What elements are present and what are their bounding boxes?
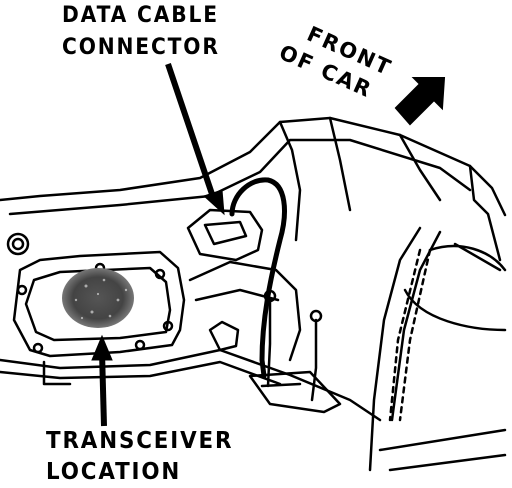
- transceiver-location-label: TRANSCEIVER LOCATION: [46, 426, 233, 488]
- transceiver-shading: [62, 268, 134, 328]
- dash-crease: [278, 120, 302, 242]
- bracket: [186, 208, 264, 262]
- data-cable-connector-label-line1: DATA CABLE: [62, 3, 219, 28]
- door-edge: [368, 226, 422, 472]
- dash-top-edge: [0, 116, 507, 217]
- transceiver-location-label-line1: TRANSCEIVER: [46, 428, 234, 454]
- dash-upper-contour: [8, 138, 472, 216]
- transceiver-pointer-arrow: [91, 334, 113, 427]
- data-cable-connector-label-line2: CONNECTOR: [62, 35, 220, 60]
- front-direction-arrow: [394, 77, 446, 126]
- data-cable-connector-label: DATA CABLE CONNECTOR: [62, 0, 220, 64]
- transceiver-panel: [12, 250, 186, 358]
- connector-pointer-arrow: [165, 63, 225, 216]
- data-cable: [229, 177, 287, 379]
- transceiver-location-label-line2: LOCATION: [46, 459, 182, 485]
